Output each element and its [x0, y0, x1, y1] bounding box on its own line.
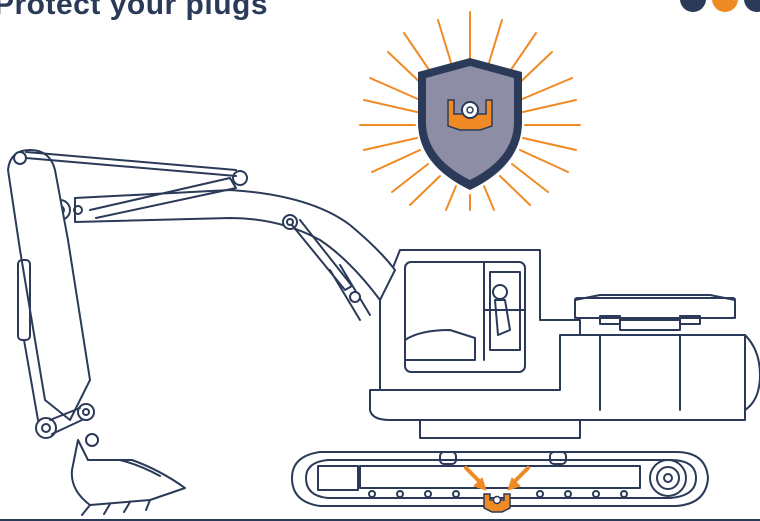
boom — [50, 171, 395, 320]
upper-structure — [370, 250, 760, 438]
excavator — [8, 150, 760, 515]
bucket — [72, 434, 185, 515]
protection-badge — [360, 12, 580, 210]
drain-plug-icon — [448, 100, 492, 130]
